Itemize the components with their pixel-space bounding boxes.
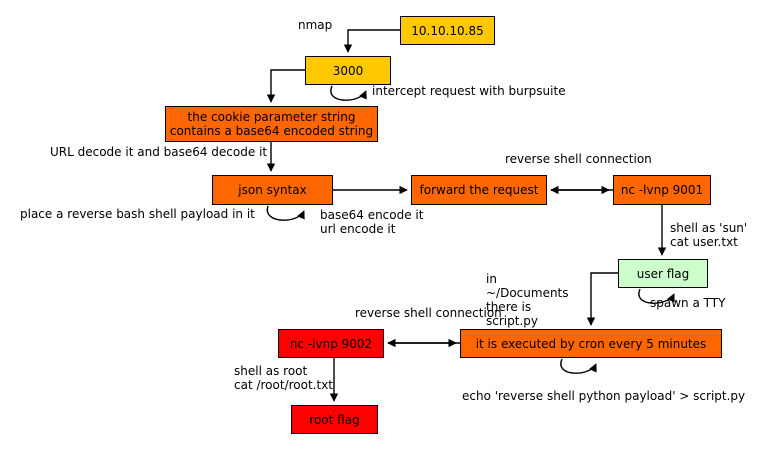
edge-target-to-port: [343, 29, 400, 53]
node-user-flag[interactable]: user flag: [618, 259, 708, 288]
edge-cron-self-loop: [560, 358, 597, 374]
edge-userflag-to-cron: [586, 272, 618, 326]
node-json-syntax[interactable]: json syntax: [212, 175, 333, 205]
node-label: the cookie parameter string contains a b…: [169, 110, 374, 138]
edge-label-encode: base64 encode it url encode it: [320, 208, 424, 236]
edge-port-self-loop: [330, 85, 367, 101]
node-root-flag[interactable]: root flag: [291, 405, 378, 434]
node-label: nc -lvnp 9001: [620, 183, 704, 197]
edge-label-url-decode: URL decode it and base64 decode it: [50, 145, 268, 159]
node-label: nc -lvnp 9002: [289, 336, 373, 351]
edge-label-reverse-shell-2: reverse shell connection: [355, 306, 502, 320]
edge-label-echo-script: echo 'reverse shell python payload' > sc…: [462, 389, 746, 403]
edge-label-burpsuite: intercept request with burpsuite: [372, 84, 566, 98]
edge-label-reverse-shell-1: reverse shell connection: [505, 152, 652, 166]
edge-userflag-self-loop: [638, 288, 675, 304]
node-target[interactable]: 10.10.10.85: [400, 16, 495, 45]
node-forward-request[interactable]: forward the request: [411, 175, 547, 205]
edge-port-to-cookie: [266, 69, 305, 103]
node-nc-9002[interactable]: nc -lvnp 9002: [278, 329, 384, 358]
node-nc-9001[interactable]: nc -lvnp 9001: [613, 175, 711, 205]
edge-label-spawn-tty: spawn a TTY: [650, 296, 726, 310]
node-label: 10.10.10.85: [411, 23, 484, 38]
edge-label-documents-script: in ~/Documents there is script.py: [486, 272, 569, 328]
node-cookie[interactable]: the cookie parameter string contains a b…: [165, 106, 378, 142]
node-label: json syntax: [238, 183, 307, 197]
node-label: user flag: [636, 266, 690, 281]
edge-label-bash-payload: place a reverse bash shell payload in it: [20, 207, 255, 221]
edge-label-shell-as-sun: shell as 'sun' cat user.txt: [670, 221, 748, 249]
node-label: 3000: [332, 63, 364, 78]
node-label: root flag: [309, 412, 360, 427]
node-label: forward the request: [419, 183, 539, 197]
edge-label-nmap: nmap: [298, 18, 333, 32]
edge-label-shell-as-root: shell as root cat /root/root.txt: [234, 364, 333, 392]
node-label: it is executed by cron every 5 minutes: [475, 336, 707, 351]
node-cron[interactable]: it is executed by cron every 5 minutes: [460, 329, 722, 358]
node-port[interactable]: 3000: [305, 56, 391, 85]
edge-json-self-loop: [266, 205, 305, 221]
